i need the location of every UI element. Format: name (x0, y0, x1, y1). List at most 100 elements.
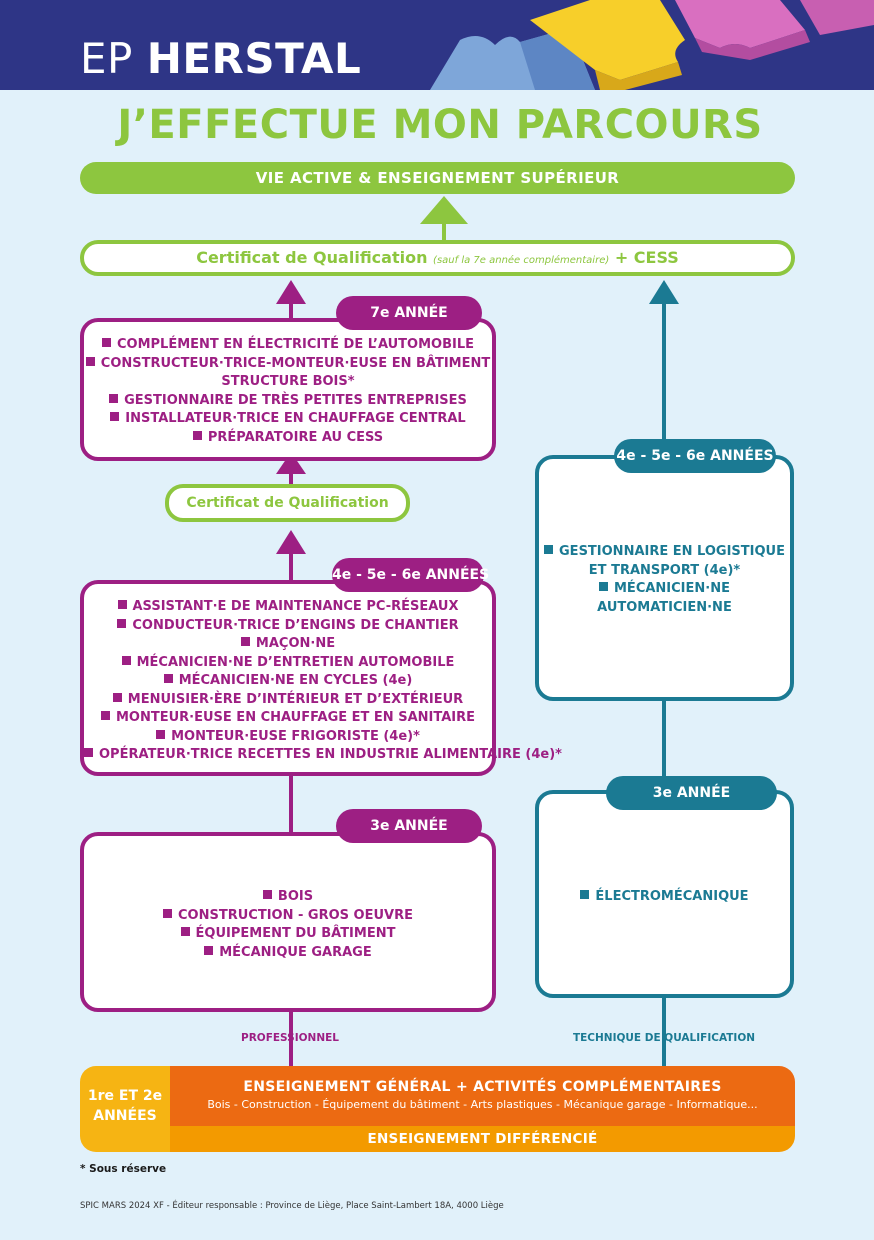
connector-line (289, 552, 293, 584)
year456-pro-pill: 4e - 5e - 6e ANNÉES (332, 558, 489, 592)
option-item: MÉCANIQUE GARAGE (84, 944, 492, 963)
option-label: ASSISTANT·E DE MAINTENANCE PC-RÉSEAUX (132, 599, 459, 614)
square-bullet-icon (163, 908, 173, 918)
general-education-subjects: Bois - Construction - Équipement du bâti… (207, 1098, 758, 1111)
header-banner: EP HERSTAL (0, 0, 874, 90)
year456-tq-options-list: GESTIONNAIRE EN LOGISTIQUE ET TRANSPORT (… (539, 543, 790, 617)
square-bullet-icon (580, 890, 590, 899)
first-years-line2: ANNÉES (93, 1108, 157, 1124)
connector-line (289, 470, 293, 486)
option-label: MÉCANICIEN·NE EN CYCLES (4e) (178, 673, 413, 688)
year456-tq-box: GESTIONNAIRE EN LOGISTIQUE ET TRANSPORT (… (535, 455, 794, 701)
option-label: OPÉRATEUR·TRICE RECETTES EN INDUSTRIE AL… (99, 747, 562, 762)
option-label: GESTIONNAIRE DE TRÈS PETITES ENTREPRISES (124, 392, 467, 408)
publisher-credits: SPIC MARS 2024 XF - Éditeur responsable … (80, 1201, 504, 1211)
option-label: CONDUCTEUR·TRICE D’ENGINS DE CHANTIER (132, 617, 459, 633)
option-item: MAÇON·NE (84, 635, 492, 654)
option-label: AUTOMATICIEN·NE (597, 599, 732, 615)
option-label: ÉLECTROMÉCANIQUE (595, 889, 749, 904)
option-item: ÉQUIPEMENT DU BÂTIMENT (84, 925, 492, 944)
square-bullet-icon (100, 711, 110, 720)
option-label: COMPLÉMENT EN ÉLECTRICITÉ DE L’AUTOMOBIL… (116, 337, 474, 352)
option-item: ET TRANSPORT (4e)* (539, 562, 790, 581)
square-bullet-icon (163, 674, 173, 683)
option-label: STRUCTURE BOIS* (221, 374, 355, 389)
option-item: MÉCANICIEN·NE (539, 580, 790, 599)
arrow-up-purple-icon (276, 530, 306, 554)
connector-line (289, 772, 293, 834)
square-bullet-icon (121, 655, 131, 665)
square-bullet-icon (101, 338, 111, 347)
option-item: COMPLÉMENT EN ÉLECTRICITÉ DE L’AUTOMOBIL… (84, 336, 492, 355)
puzzle-pieces-image (430, 0, 874, 90)
option-label: MÉCANICIEN·NE D’ENTRETIEN AUTOMOBILE (136, 654, 455, 670)
year456-pro-box: ASSISTANT·E DE MAINTENANCE PC-RÉSEAUX CON… (80, 580, 562, 776)
square-bullet-icon (117, 618, 127, 628)
cq-cess-main: Certificat de Qualification (196, 248, 434, 267)
option-item: BOIS (84, 888, 492, 907)
year7-options-list: COMPLÉMENT EN ÉLECTRICITÉ DE L’AUTOMOBIL… (84, 336, 492, 447)
option-item: AUTOMATICIEN·NE (539, 599, 790, 618)
footnote: * Sous réserve (80, 1163, 167, 1175)
first-years-block: 1re ET 2e ANNÉES ENSEIGNEMENT GÉNÉRAL + … (80, 1066, 795, 1152)
square-bullet-icon (85, 356, 95, 366)
square-bullet-icon (112, 692, 122, 702)
differentiated-education-bar: ENSEIGNEMENT DIFFÉRENCIÉ (170, 1126, 795, 1152)
year3-pro-pill: 3e ANNÉE (336, 809, 482, 843)
connector-line (289, 1008, 293, 1066)
option-label: MAÇON·NE (255, 636, 336, 651)
connector-line (662, 698, 666, 790)
square-bullet-icon (109, 393, 119, 403)
option-item: OPÉRATEUR·TRICE RECETTES EN INDUSTRIE AL… (84, 746, 562, 765)
option-item: MÉCANICIEN·NE EN CYCLES (4e) (84, 672, 492, 691)
cq-cess-end: + CESS (609, 248, 679, 267)
option-label: GESTIONNAIRE EN LOGISTIQUE (559, 544, 785, 559)
year3-tq-box: ÉLECTROMÉCANIQUE (535, 790, 794, 998)
option-item: ASSISTANT·E DE MAINTENANCE PC-RÉSEAUX (84, 598, 492, 617)
option-item: CONSTRUCTEUR·TRICE-MONTEUR·EUSE EN BÂTIM… (84, 355, 492, 374)
option-item: MÉCANICIEN·NE D’ENTRETIEN AUTOMOBILE (84, 654, 492, 673)
option-item: GESTIONNAIRE DE TRÈS PETITES ENTREPRISES (84, 392, 492, 411)
connector-line (442, 222, 446, 242)
square-bullet-icon (192, 430, 202, 440)
square-bullet-icon (180, 927, 190, 936)
option-label: CONSTRUCTION - GROS OEUVRE (178, 907, 413, 923)
option-label: MENUISIER·ÈRE D’INTÉRIEUR ET D’EXTÉRIEUR (127, 691, 464, 707)
brand-logo-text: EP HERSTAL (80, 34, 361, 83)
page-title: J’EFFECTUE MON PARCOURS (117, 102, 763, 148)
connector-line (662, 995, 666, 1066)
brand-ep: EP (80, 34, 147, 83)
connector-line (662, 302, 666, 458)
option-item: ÉLECTROMÉCANIQUE (539, 888, 790, 907)
year456-pro-options-list: ASSISTANT·E DE MAINTENANCE PC-RÉSEAUX CON… (84, 598, 562, 765)
option-label: MÉCANIQUE GARAGE (219, 944, 372, 960)
option-item: GESTIONNAIRE EN LOGISTIQUE (539, 543, 790, 562)
professionnel-label: PROFESSIONNEL (241, 1032, 339, 1044)
option-label: MÉCANICIEN·NE (614, 581, 730, 596)
option-item: MENUISIER·ÈRE D’INTÉRIEUR ET D’EXTÉRIEUR (84, 691, 492, 710)
arrow-up-purple-icon (276, 280, 306, 304)
option-label: MONTEUR·EUSE EN CHAUFFAGE ET EN SANITAIR… (115, 710, 475, 725)
technique-label: TECHNIQUE DE QUALIFICATION (572, 1032, 756, 1044)
option-label: ÉQUIPEMENT DU BÂTIMENT (195, 926, 396, 941)
option-item: MONTEUR·EUSE FRIGORISTE (4e)* (84, 728, 492, 747)
option-label: ET TRANSPORT (4e)* (588, 562, 741, 578)
year3-tq-options-list: ÉLECTROMÉCANIQUE (539, 888, 790, 907)
square-bullet-icon (204, 945, 214, 955)
option-label: INSTALLATEUR·TRICE EN CHAUFFAGE CENTRAL (125, 411, 466, 426)
option-item: MONTEUR·EUSE EN CHAUFFAGE ET EN SANITAIR… (84, 709, 492, 728)
cq-cess-box: Certificat de Qualification (sauf la 7e … (80, 240, 795, 276)
option-label: MONTEUR·EUSE FRIGORISTE (4e)* (171, 728, 420, 744)
first-years-label: 1re ET 2e ANNÉES (80, 1066, 170, 1152)
arrow-up-teal-icon (649, 280, 679, 304)
year7-box: COMPLÉMENT EN ÉLECTRICITÉ DE L’AUTOMOBIL… (80, 318, 496, 461)
square-bullet-icon (84, 748, 93, 757)
connector-line (289, 302, 293, 324)
option-item: CONDUCTEUR·TRICE D’ENGINS DE CHANTIER (84, 617, 492, 636)
square-bullet-icon (599, 582, 608, 591)
square-bullet-icon (240, 637, 250, 646)
general-education-panel: ENSEIGNEMENT GÉNÉRAL + ACTIVITÉS COMPLÉM… (170, 1066, 795, 1126)
square-bullet-icon (110, 412, 120, 421)
year456-tq-pill: 4e - 5e - 6e ANNÉES (614, 439, 776, 473)
